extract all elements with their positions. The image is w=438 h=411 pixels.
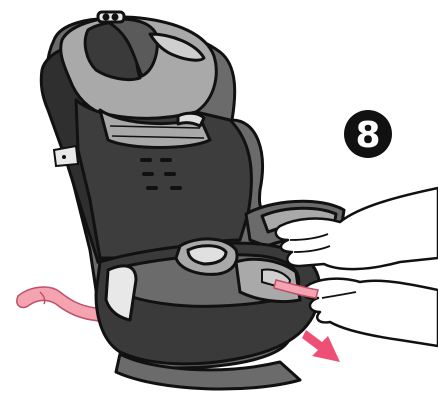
step-badge: 8 <box>344 110 392 158</box>
headrest <box>61 12 217 120</box>
loose-strap-icon <box>17 287 108 322</box>
pull-arrow-icon <box>302 330 340 362</box>
step-number: 8 <box>355 115 380 156</box>
backrest <box>76 100 251 258</box>
pulling-hand-icon <box>303 279 438 346</box>
side-release-tab <box>54 146 78 166</box>
buckle-housing <box>176 239 237 274</box>
